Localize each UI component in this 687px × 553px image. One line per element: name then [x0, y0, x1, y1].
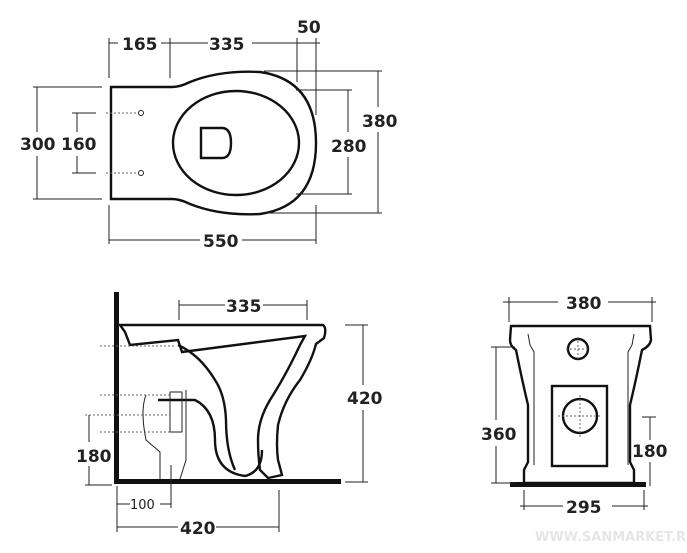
dim-360: 360	[481, 425, 517, 445]
dim-165: 165	[122, 35, 158, 55]
dim-380: 380	[362, 112, 398, 132]
floor	[114, 479, 341, 484]
dim-160: 160	[61, 135, 97, 155]
dim-100: 100	[130, 498, 155, 513]
fixing-hole	[138, 110, 144, 116]
dim-420-height: 420	[347, 389, 383, 409]
dim-50: 50	[297, 18, 321, 38]
dim-180-front: 180	[632, 442, 668, 462]
dim-335: 335	[209, 35, 245, 55]
top-view: 165 335 50 300 160 280 380 550	[20, 18, 398, 252]
floor-front	[510, 482, 646, 487]
toilet-side-profile	[117, 323, 327, 480]
wall	[114, 292, 119, 484]
top-view-outline	[109, 70, 318, 216]
dim-180-side: 180	[76, 447, 112, 467]
watermark: WWW.SANMARKET.RU	[535, 530, 687, 545]
dim-380-front: 380	[566, 294, 602, 314]
dim-335-side: 335	[226, 297, 262, 317]
outlet-d-shape	[199, 126, 233, 160]
bowl-inner-oval	[171, 89, 301, 197]
dim-550: 550	[203, 232, 239, 252]
dim-420-depth: 420	[180, 519, 216, 539]
dim-280: 280	[331, 137, 367, 157]
outlet-frame	[550, 384, 609, 468]
fixing-hole	[138, 170, 144, 176]
side-view: 335 420 180 100 420	[76, 292, 383, 539]
dim-295: 295	[566, 498, 602, 518]
dim-300: 300	[20, 135, 56, 155]
front-view: 380 360 180 295	[481, 294, 668, 518]
outlet-collar	[169, 391, 183, 433]
